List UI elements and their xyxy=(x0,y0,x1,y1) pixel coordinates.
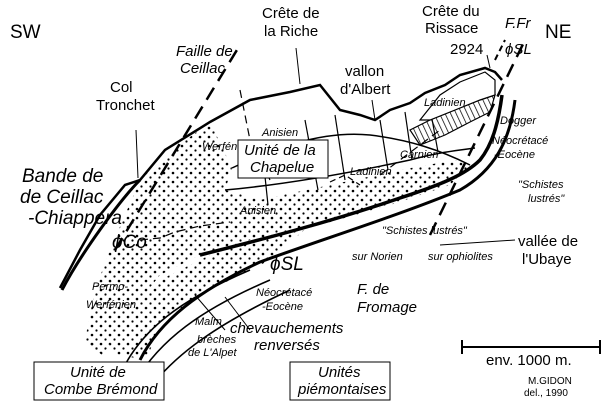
label-anisien-mid: Anisien xyxy=(239,205,276,217)
fault-ffr-line xyxy=(428,39,527,236)
label-vallon-1: vallon xyxy=(345,63,384,80)
label-unite-combe-2: Combe Brémond xyxy=(44,381,158,398)
chapelue-mid-boundary xyxy=(224,147,476,191)
label-bande-3: -Chiappera xyxy=(28,208,122,229)
faille-ceillac-line xyxy=(113,44,242,251)
topographic-profile xyxy=(58,66,503,289)
label-f-fromage-1: F. de xyxy=(357,281,389,298)
thrust-phi-sl xyxy=(138,99,517,361)
label-unites-piem-1: Unités xyxy=(318,364,361,381)
ladinien-block xyxy=(418,71,496,121)
label-col-2: Tronchet xyxy=(96,97,155,114)
label-crete-rissace-1: Crête du xyxy=(422,3,480,20)
label-ladinien-mid: Ladinien xyxy=(350,166,392,178)
label-faille-1: Faille de xyxy=(176,43,233,60)
label-crete-riche-1: Crête de xyxy=(262,5,320,22)
label-ffr: F.Fr xyxy=(505,15,532,32)
label-col-1: Col xyxy=(110,79,133,96)
box-unite-combe xyxy=(33,361,165,401)
thrust-base-chapelue xyxy=(199,94,504,257)
label-author-1: M.GIDON xyxy=(528,376,572,387)
label-unites-piem-2: piémontaises xyxy=(297,381,387,398)
label-neocretace-bot-2: -Eocène xyxy=(262,301,303,313)
dotted-unit-combe-bremond xyxy=(85,122,470,355)
label-crete-rissace-2: Rissace xyxy=(425,20,478,37)
label-dogger: Dogger xyxy=(500,115,537,127)
label-vallon-2: d'Albert xyxy=(340,81,391,98)
label-sur-norien: sur Norien xyxy=(352,251,403,263)
label-bande-2: de Ceillac xyxy=(20,187,104,208)
label-crete-riche-2: la Riche xyxy=(264,23,318,40)
label-permo-2: Werfénien xyxy=(86,299,136,311)
label-neocretace-top-1: Néocrétacé xyxy=(492,135,548,147)
fault-top-right xyxy=(494,39,506,61)
label-neocretace-top-2: -Eocène xyxy=(494,149,535,161)
label-author-2: del., 1990 xyxy=(524,388,568,399)
label-scale: env. 1000 m. xyxy=(486,352,572,369)
thrust-phi-co xyxy=(60,178,142,291)
label-sw: SW xyxy=(10,22,41,43)
dashed-contact-1 xyxy=(139,221,231,241)
label-werfen: Werfén. xyxy=(202,141,240,153)
label-unite-combe-1: Unité de xyxy=(70,364,126,381)
label-vallee-2: l'Ubaye xyxy=(522,251,572,268)
label-ladinien-top: Ladinien xyxy=(424,97,466,109)
label-vallee-1: vallée de xyxy=(518,233,578,250)
label-bande-1: Bande de xyxy=(22,166,103,187)
label-faille-2: Ceillac xyxy=(180,60,226,77)
box-unites-piem xyxy=(289,361,391,401)
label-chevauchements-1: chevauchements xyxy=(230,320,344,337)
label-permo-1: Permo- xyxy=(92,281,128,293)
label-unite-chapelue-2: Chapelue xyxy=(250,159,314,176)
label-schistes-right-2: lustrés" xyxy=(528,193,565,205)
label-altitude: 2924 xyxy=(450,41,483,58)
label-neocretace-bot-1: Néocrétacé xyxy=(256,287,312,299)
label-malm: Malm xyxy=(195,316,222,328)
label-f-fromage-2: Fromage xyxy=(357,299,417,316)
label-breches-1: brèches xyxy=(197,334,237,346)
label-unite-chapelue-1: Unité de la xyxy=(244,142,316,159)
label-chevauchements-2: renversés xyxy=(254,337,320,354)
vallee-leader xyxy=(439,239,516,246)
box-unite-chapelue xyxy=(237,139,329,179)
label-phi-sl-mid: ϕSL xyxy=(270,254,304,275)
dashed-contact-3 xyxy=(329,174,361,186)
label-schistes-right-1: "Schistes xyxy=(518,179,564,191)
label-breches-2: de L'Alpet xyxy=(188,347,238,359)
label-anisien-top: Anisien xyxy=(261,127,298,139)
label-carnien: Carnien xyxy=(400,149,439,161)
label-phi-co: ϕCo xyxy=(112,232,147,253)
label-schistes-mid: "Schistes lustrés" xyxy=(382,225,468,237)
leader-lines xyxy=(135,47,491,331)
label-phi-sl-top: ϕSL xyxy=(505,41,532,58)
label-ne: NE xyxy=(545,22,571,43)
dotted-unit-permo xyxy=(85,225,310,360)
label-sur-ophiolites: sur ophiolites xyxy=(428,251,493,263)
